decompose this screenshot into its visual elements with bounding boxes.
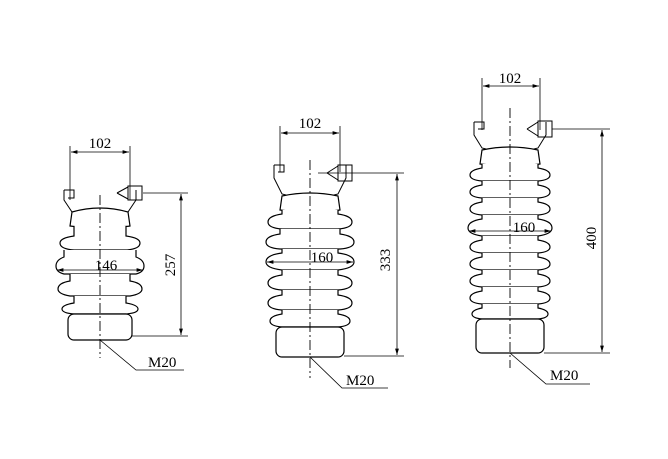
insulator-2: 102 160 333 M20 [265,116,404,389]
height-label: 257 [163,253,179,276]
clamp-width-label: 102 [299,116,322,132]
clamp-jaw-left [63,189,80,213]
clamp-width-label: 102 [499,71,522,87]
clamp-bolt-tip [116,186,129,194]
clamp-width-label: 102 [89,136,112,152]
clamp-bolt [127,185,143,201]
clamp-bolt-tip [326,165,339,174]
shed-diameter-label: 160 [513,220,536,236]
clamp-bolt-tip [526,121,539,130]
thread-label: M20 [148,355,176,371]
height-label: 400 [584,227,600,250]
thread-leader [309,356,388,389]
thread-label: M20 [550,368,578,384]
shed-diameter-label: 146 [95,258,118,274]
shed-diameter-label: 160 [311,250,334,266]
thread-leader [99,339,184,371]
thread-label: M20 [346,373,374,389]
thread-leader [509,352,590,385]
height-label: 333 [378,249,394,272]
insulator-3: 102 160 400 M20 [467,71,610,385]
clamp-jaw-left [273,164,291,197]
insulator-1: 102 146 257 M20 [55,136,188,371]
